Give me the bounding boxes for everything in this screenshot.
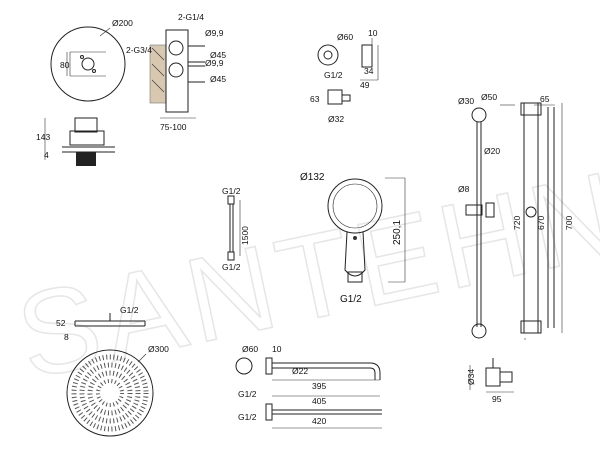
thermostat-side-view: 143 4 (36, 117, 115, 166)
slidebar-rod-label: Ø20 (484, 146, 500, 156)
thermostat-pipe-diameter-b: Ø9,9 (205, 58, 224, 68)
outlet-diameter-label: Ø60 (337, 32, 353, 42)
slidebar-d8-label: Ø8 (458, 184, 470, 194)
head-shower-side: G1/2 52 8 (56, 305, 146, 342)
arm-flange-diameter: Ø60 (242, 344, 258, 354)
slidebar-700-label: 700 (564, 216, 574, 230)
ceiling-arm-thread: G1/2 (238, 412, 257, 422)
thermostat-width-label: 80 (60, 60, 70, 70)
thermostat-front-view: Ø200 80 (50, 18, 133, 102)
outlet-49-label: 49 (360, 80, 370, 90)
headshower-52-label: 52 (56, 318, 66, 328)
thermostat-g14-label: 2-G1/4 (178, 12, 204, 22)
slide-bar: Ø30 Ø50 65 Ø20 Ø8 720 670 700 (458, 92, 574, 340)
head-shower-top: Ø300 (66, 344, 169, 437)
arm-length-405: 405 (312, 396, 326, 406)
bracket-d34-label: Ø34 (466, 369, 476, 385)
arm-flange-depth: 10 (272, 344, 282, 354)
hand-shower: Ø132 250,1 G1/2 (300, 172, 406, 305)
wall-bracket: Ø34 95 (466, 358, 514, 404)
slidebar-width-label: 65 (540, 94, 550, 104)
outlet-34-label: 34 (364, 66, 374, 76)
ceiling-arm-length: 420 (312, 416, 326, 426)
shower-arm: Ø60 10 Ø22 395 G1/2 405 (235, 344, 381, 406)
handshower-diameter: Ø132 (300, 172, 325, 183)
thermostat-outlet-a: Ø45 (210, 50, 226, 60)
hose-bottom-thread: G1/2 (222, 262, 241, 272)
ceiling-arm: G1/2 420 (238, 403, 382, 429)
thermostat-depth-label: 75-100 (160, 122, 187, 132)
thermostat-diameter-label: Ø200 (112, 18, 133, 28)
slidebar-d50-label: Ø50 (481, 92, 497, 102)
outlet-63-label: 63 (310, 94, 320, 104)
slidebar-d30-label: Ø30 (458, 96, 474, 106)
thermostat-pipe-diameter-a: Ø9,9 (205, 28, 224, 38)
thermostat-outlet-b: Ø45 (210, 74, 226, 84)
hose-top-thread: G1/2 (222, 186, 241, 196)
headshower-8-label: 8 (64, 332, 69, 342)
headshower-diameter: Ø300 (148, 344, 169, 354)
outlet-32-label: Ø32 (328, 114, 344, 124)
wall-outlet: Ø60 10 G1/2 34 49 63 Ø32 (310, 28, 379, 124)
arm-thread: G1/2 (238, 389, 257, 399)
slidebar-670-label: 670 (536, 216, 546, 230)
thermostat-height-label: 143 (36, 132, 50, 142)
shower-hose: G1/2 1500 G1/2 (222, 186, 250, 272)
hose-length-label: 1500 (240, 226, 250, 245)
thermostat-plate-label: 4 (44, 150, 49, 160)
handshower-height: 250,1 (392, 220, 403, 245)
handshower-thread: G1/2 (340, 294, 362, 305)
arm-length-395: 395 (312, 381, 326, 391)
thermostat-section-view: 2-G1/4 2-G3/4 Ø9,9 Ø45 Ø9,9 Ø45 75-100 (126, 12, 226, 132)
arm-pipe-diameter: Ø22 (292, 366, 308, 376)
slidebar-720-label: 720 (512, 216, 522, 230)
bracket-width-label: 95 (492, 394, 502, 404)
thermostat-g34-label: 2-G3/4 (126, 45, 152, 55)
outlet-thread-label: G1/2 (324, 70, 343, 80)
outlet-depth-label: 10 (368, 28, 378, 38)
headshower-thread: G1/2 (120, 305, 139, 315)
